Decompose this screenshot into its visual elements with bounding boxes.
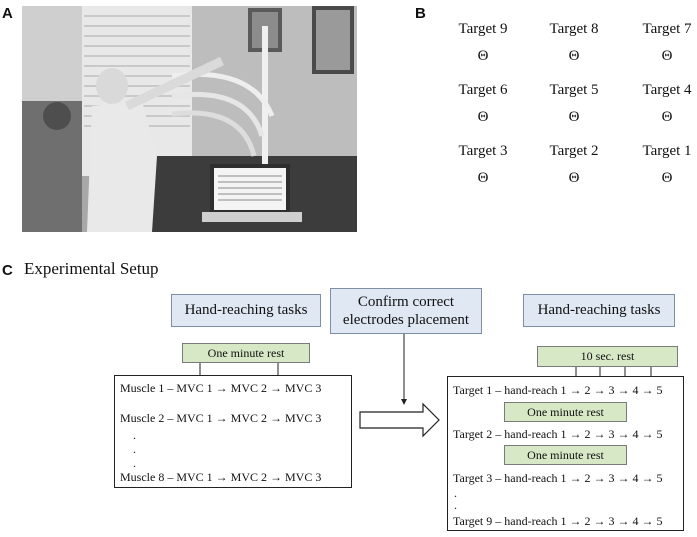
target-5-marker: Θ	[568, 109, 580, 125]
confirm-line-1: Confirm correct	[357, 294, 455, 310]
target-7-marker: Θ	[661, 48, 673, 64]
section-title: Experimental Setup	[24, 259, 159, 278]
target-1-line: Target 1 – hand-reach 1 → 2 → 3 → 4 → 5	[453, 383, 663, 397]
ellipsis-dot: .	[133, 428, 136, 442]
target-2-marker: Θ	[568, 170, 580, 186]
target-3-line: Target 3 – hand-reach 1 → 2 → 3 → 4 → 5	[453, 471, 663, 485]
muscle-8-line: Muscle 8 – MVC 1 → MVC 2 → MVC 3	[120, 470, 322, 484]
muscle-1-line: Muscle 1 – MVC 1 → MVC 2 → MVC 3	[120, 381, 322, 395]
target-6-marker: Θ	[477, 109, 489, 125]
target-2-line: Target 2 – hand-reach 1 → 2 → 3 → 4 → 5	[453, 427, 663, 441]
ellipsis-dot: .	[133, 442, 136, 456]
muscle-2-line: Muscle 2 – MVC 1 → MVC 2 → MVC 3	[120, 411, 322, 425]
big-right-arrow	[359, 402, 440, 438]
target-1-marker: Θ	[661, 170, 673, 186]
target-3-label: Target 3	[458, 143, 508, 159]
photo-illustration	[22, 6, 357, 232]
target-1-label: Target 1	[642, 143, 692, 159]
target-2-label: Target 2	[549, 143, 599, 159]
rest-box-1: One minute rest	[504, 402, 627, 422]
target-3-marker: Θ	[477, 170, 489, 186]
ellipsis-dot: .	[454, 486, 457, 500]
left-header-box: Hand-reaching tasks	[171, 294, 321, 327]
target-8-label: Target 8	[549, 21, 599, 37]
ellipsis-dot: .	[454, 498, 457, 512]
target-7-label: Target 7	[642, 21, 692, 37]
target-9-marker: Θ	[477, 48, 489, 64]
target-9-label: Target 9	[458, 21, 508, 37]
target-4-marker: Θ	[661, 109, 673, 125]
target-5-label: Target 5	[549, 82, 599, 98]
right-header-box: Hand-reaching tasks	[523, 294, 675, 327]
panel-b-letter: B	[415, 5, 426, 22]
muscle-mvc-list: Muscle 1 – MVC 1 → MVC 2 → MVC 3 Muscle …	[114, 375, 352, 488]
confirm-electrodes-box: Confirm correct electrodes placement	[330, 288, 482, 334]
target-reach-list: Target 1 – hand-reach 1 → 2 → 3 → 4 → 5 …	[447, 376, 684, 531]
panel-c-letter: C	[2, 262, 13, 279]
target-6-label: Target 6	[458, 82, 508, 98]
target-9-line: Target 9 – hand-reach 1 → 2 → 3 → 4 → 5	[453, 514, 663, 528]
experiment-photo	[22, 6, 357, 232]
confirm-line-2: electrodes placement	[342, 312, 470, 328]
short-rest-box: 10 sec. rest	[537, 346, 678, 367]
target-8-marker: Θ	[568, 48, 580, 64]
ellipsis-dot: .	[133, 456, 136, 470]
panel-a-letter: A	[2, 5, 13, 22]
left-rest-box: One minute rest	[182, 343, 310, 363]
target-4-label: Target 4	[642, 82, 692, 98]
rest-box-2: One minute rest	[504, 445, 627, 465]
